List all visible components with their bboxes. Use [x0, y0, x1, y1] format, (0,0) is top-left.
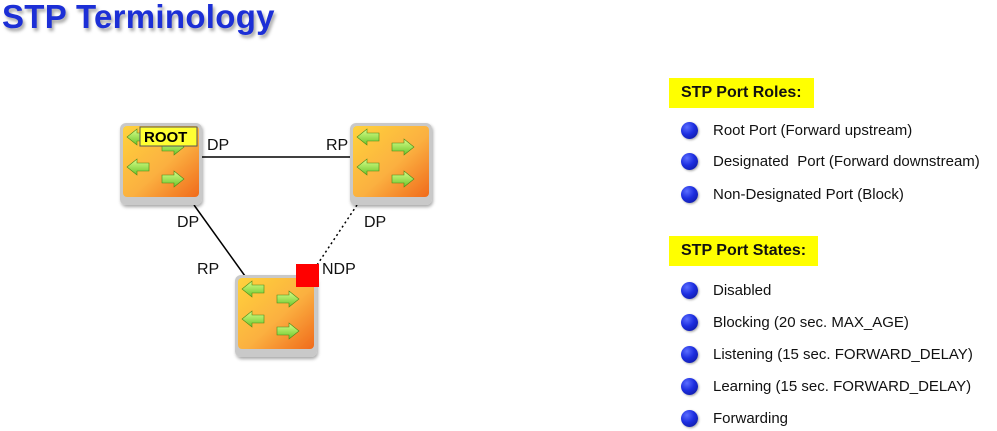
state-label: Learning (15 sec. FORWARD_DELAY)	[713, 377, 972, 395]
right-switch-icon	[350, 123, 432, 205]
bullet-icon	[681, 313, 698, 331]
bottom-switch-icon	[235, 275, 317, 357]
state-label: Listening (15 sec. FORWARD_DELAY)	[713, 345, 973, 363]
state-item-disabled: Disabled	[681, 280, 771, 300]
state-item-forwarding: Forwarding	[681, 408, 788, 428]
bullet-icon	[681, 409, 698, 427]
bullet-icon	[681, 152, 698, 170]
root-badge-label: ROOT	[144, 129, 187, 146]
state-item-learning: Learning (15 sec. FORWARD_DELAY)	[681, 376, 971, 396]
role-label: Root Port (Forward upstream)	[713, 121, 913, 139]
port-roles-heading: STP Port Roles:	[669, 78, 814, 108]
link-root-bottom	[193, 204, 246, 277]
state-label: Disabled	[713, 281, 772, 299]
bullet-icon	[681, 345, 698, 363]
port-label-right-rp: RP	[326, 137, 348, 154]
state-item-blocking: Blocking (20 sec. MAX_AGE)	[681, 312, 909, 332]
root-badge	[139, 126, 198, 147]
port-label-bottom-rp: RP	[197, 261, 219, 278]
link-right-bottom-blocked	[314, 204, 358, 269]
state-label: Blocking (20 sec. MAX_AGE)	[713, 313, 909, 331]
port-states-heading: STP Port States:	[669, 236, 819, 266]
port-label-right-dp-down: DP	[364, 214, 386, 231]
state-label: Forwarding	[713, 409, 789, 427]
blocked-port-marker	[296, 264, 319, 287]
port-label-bottom-ndp: NDP	[322, 261, 356, 278]
role-item-root-port: Root Port (Forward upstream)	[681, 120, 912, 140]
role-label: Non-Designated Port (Block)	[713, 185, 904, 203]
role-item-designated-port: Designated Port (Forward downstream)	[681, 151, 980, 171]
page-title: STP Terminology	[2, 0, 275, 35]
role-label: Designated Port (Forward downstream)	[713, 152, 980, 170]
bullet-icon	[681, 185, 698, 203]
port-label-root-dp-down: DP	[177, 214, 199, 231]
port-label-root-dp: DP	[207, 137, 229, 154]
bullet-icon	[681, 281, 698, 299]
state-item-listening: Listening (15 sec. FORWARD_DELAY)	[681, 344, 973, 364]
role-item-non-designated-port: Non-Designated Port (Block)	[681, 184, 904, 204]
bullet-icon	[681, 377, 698, 395]
bullet-icon	[681, 121, 698, 139]
